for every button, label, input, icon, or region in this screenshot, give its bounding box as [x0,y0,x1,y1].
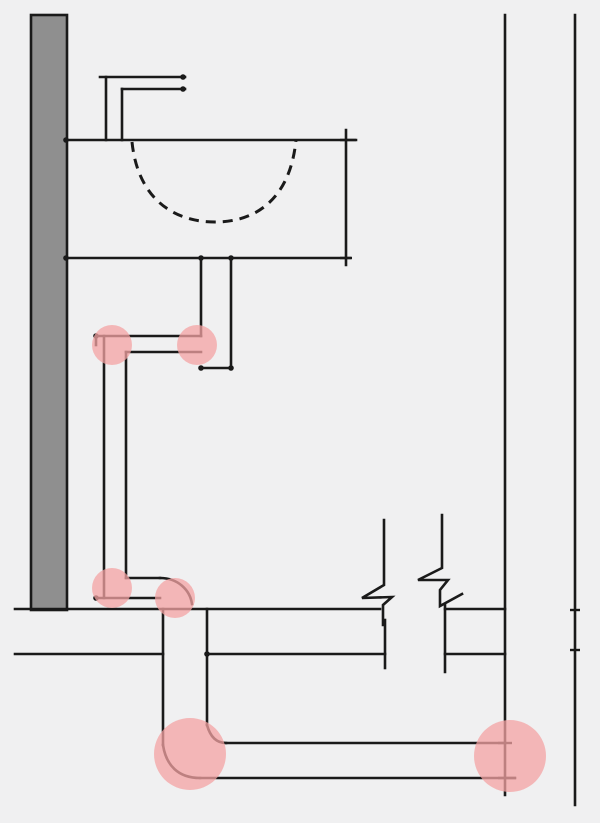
basin-bowl-outline [130,139,298,224]
right-wall-lines [503,13,580,807]
faucet [98,74,187,142]
floor-slab [13,603,507,674]
highlight-marker [155,578,195,618]
highlight-marker [177,325,217,365]
floor-drain-pipe [161,607,517,780]
highlight-marker [92,325,132,365]
left-wall [29,13,69,612]
vertical-drain-pipe [102,334,128,600]
washbasin [63,128,358,267]
highlight-marker [92,568,132,608]
break-line-symbols [361,513,464,627]
tailpiece-pipe [198,255,234,371]
highlight-markers [92,325,546,792]
highlight-marker [154,718,226,790]
highlight-marker [474,720,546,792]
